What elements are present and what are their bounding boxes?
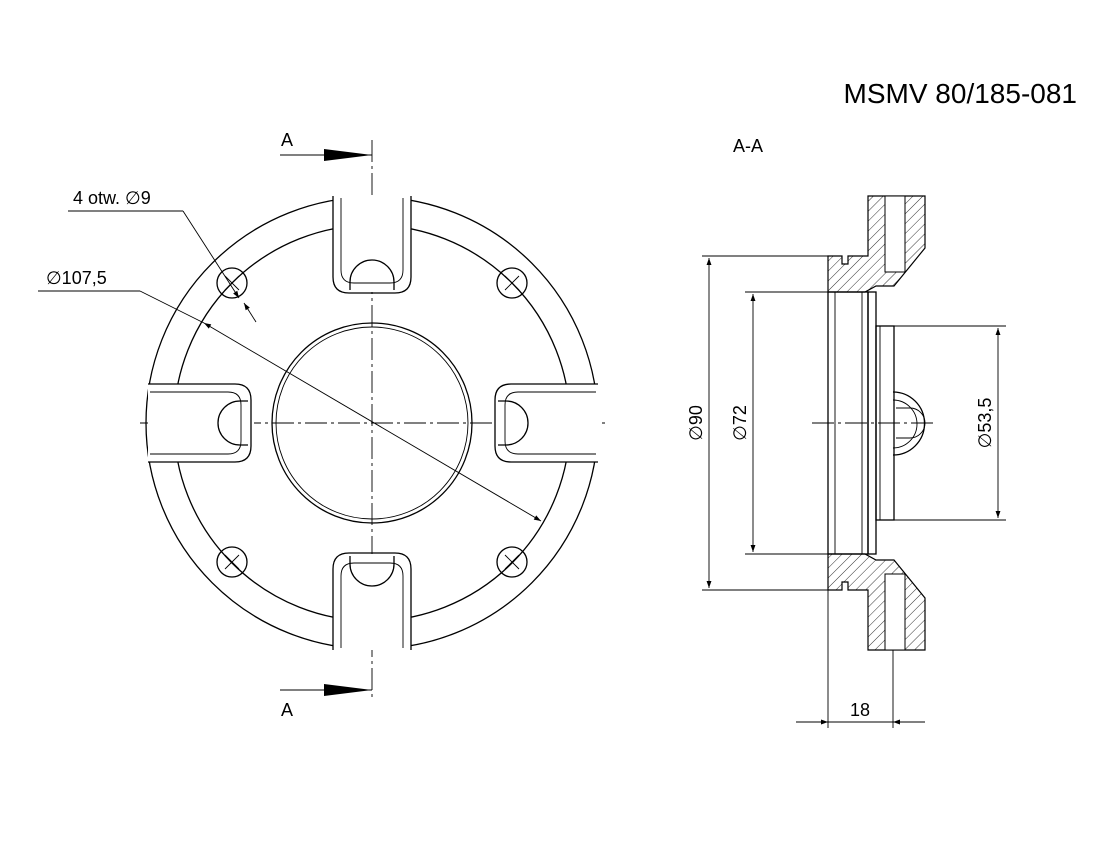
holes-note: 4 otw. ∅9	[73, 188, 151, 208]
section-label: A-A	[733, 136, 763, 156]
slot-top	[332, 196, 412, 294]
screw-hole-lower	[884, 573, 906, 651]
bore-insert	[875, 325, 895, 521]
bolt-hole-top-right	[496, 267, 528, 299]
dim-bore-53-5: ∅53,5	[975, 328, 1001, 518]
cut-label-bottom: A	[281, 700, 293, 720]
slot-left	[148, 383, 254, 463]
bolt-hole-bottom-left	[216, 546, 248, 578]
bolt-hole-top-left	[216, 267, 248, 299]
section-view: A-A ∅90	[686, 136, 1006, 728]
bolt-circle-dimension: ∅107,5	[38, 268, 542, 522]
bolt-circle-note: ∅107,5	[46, 268, 107, 288]
dim-bore-label: ∅53,5	[975, 398, 995, 449]
section-profile-upper	[827, 195, 926, 293]
cut-label-top: A	[281, 130, 293, 150]
dim-middle-label: ∅72	[730, 405, 750, 441]
dim-width-18: 18	[796, 700, 925, 725]
screw-hole-upper	[884, 195, 906, 273]
valve-ball	[892, 391, 926, 456]
dim-width-label: 18	[850, 700, 870, 720]
dim-middle-72: ∅72	[730, 294, 756, 552]
dim-outer-90: ∅90	[686, 258, 712, 588]
front-view: 4 otw. ∅9 ∅107,5 A A	[38, 130, 605, 720]
section-cut-bottom: A	[280, 684, 372, 720]
dim-outer-label: ∅90	[686, 405, 706, 441]
slot-right	[494, 383, 601, 463]
drawing-title: MSMV 80/185-081	[844, 78, 1077, 109]
holes-leader: 4 otw. ∅9	[68, 188, 257, 323]
section-cut-top: A	[280, 130, 372, 161]
section-profile-lower	[827, 553, 926, 651]
bolt-hole-bottom-right	[496, 546, 528, 578]
slot-bottom	[332, 552, 412, 650]
